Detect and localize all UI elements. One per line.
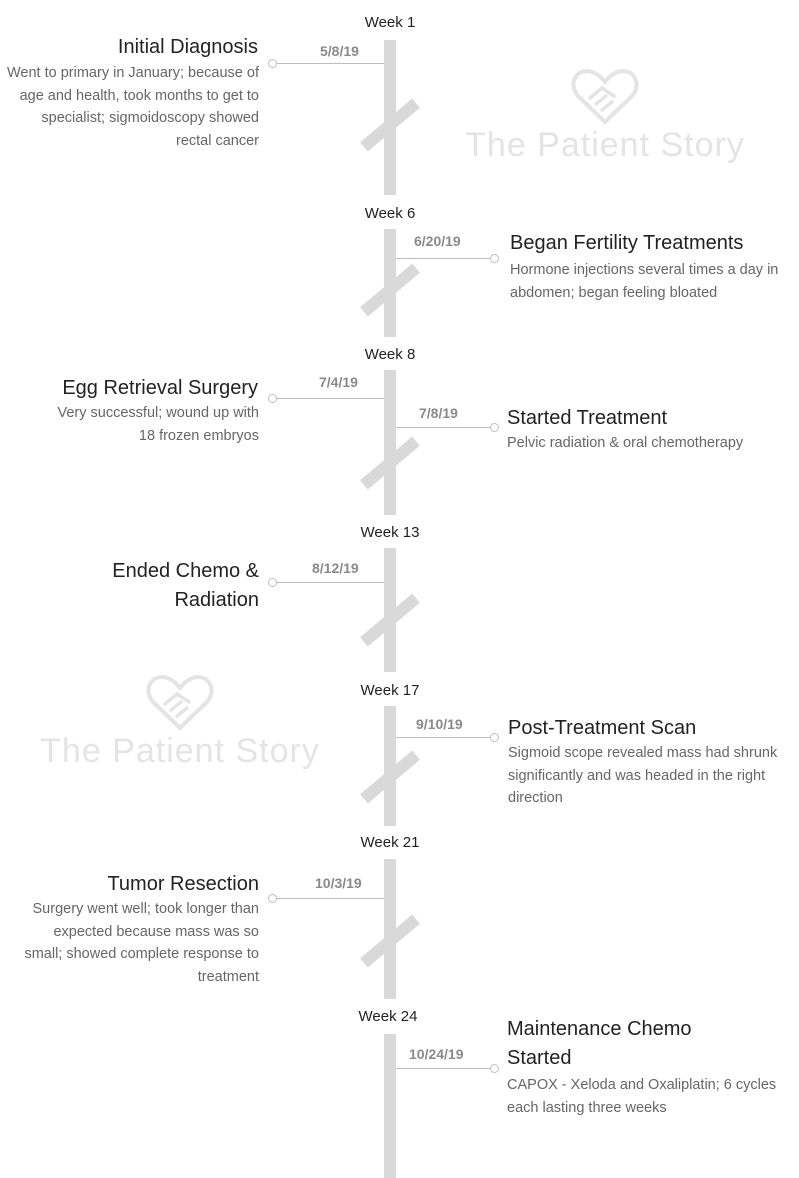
watermark: The Patient Story — [455, 68, 755, 165]
week-label: Week 1 — [364, 14, 416, 31]
event-date: 10/3/19 — [315, 875, 362, 891]
event-description: Surgery went well; took longer than expe… — [24, 901, 259, 985]
event-title: Began Fertility Treatments — [510, 232, 744, 254]
week-label: Week 21 — [360, 834, 420, 851]
event-date: 9/10/19 — [416, 716, 463, 732]
week-label: Week 17 — [360, 682, 420, 699]
timeline-segment — [384, 1034, 396, 1178]
event-title: Initial Diagnosis — [117, 36, 258, 58]
connector-line — [396, 1068, 490, 1069]
connector-line — [396, 737, 490, 738]
heart-handshake-icon — [571, 69, 639, 125]
week-label: Week 24 — [358, 1008, 418, 1025]
event-title: Tumor Resection — [107, 873, 259, 895]
connector-line — [276, 398, 384, 399]
event-title: Egg Retrieval Surgery — [62, 377, 258, 399]
event-description: Very successful; wound up with 18 frozen… — [57, 405, 260, 444]
event-description: Sigmoid scope revealed mass had shrunk s… — [508, 745, 778, 806]
connector-line — [276, 582, 384, 583]
watermark: The Patient Story — [30, 674, 330, 771]
event-date: 8/12/19 — [312, 560, 359, 576]
connector-dot — [490, 1064, 499, 1073]
event-date: 10/24/19 — [409, 1046, 464, 1062]
event-date: 7/8/19 — [419, 405, 458, 421]
connector-dot — [268, 578, 277, 587]
watermark-text: The Patient Story — [40, 732, 320, 770]
heart-handshake-icon — [146, 675, 214, 731]
connector-dot — [490, 254, 499, 263]
event-date: 7/4/19 — [319, 374, 358, 390]
connector-line — [276, 63, 384, 64]
connector-dot — [268, 394, 277, 403]
week-label: Week 13 — [360, 524, 420, 541]
event-title: Post-Treatment Scan — [508, 717, 697, 739]
connector-line — [396, 258, 490, 259]
connector-dot — [268, 894, 277, 903]
timeline-segment — [384, 370, 396, 515]
timeline-segment — [384, 548, 396, 672]
week-label: Week 6 — [364, 205, 416, 222]
event-description: Hormone injections several times a day i… — [510, 262, 779, 301]
timeline-segment — [384, 706, 396, 826]
event-description: Went to primary in January; because of a… — [7, 65, 259, 149]
connector-dot — [268, 59, 277, 68]
event-description: Pelvic radiation & oral chemotherapy — [507, 435, 744, 451]
connector-line — [276, 898, 384, 899]
week-label: Week 8 — [364, 346, 416, 363]
event-title: Maintenance Chemo Started — [507, 1018, 692, 1069]
watermark-text: The Patient Story — [465, 126, 745, 164]
event-title: Ended Chemo & Radiation — [112, 560, 259, 611]
connector-dot — [490, 423, 499, 432]
event-title: Started Treatment — [507, 407, 668, 429]
event-date: 5/8/19 — [320, 43, 359, 59]
connector-line — [396, 427, 490, 428]
connector-dot — [490, 733, 499, 742]
event-date: 6/20/19 — [414, 233, 461, 249]
event-description: CAPOX - Xeloda and Oxaliplatin; 6 cycles… — [507, 1077, 777, 1116]
timeline-segment — [384, 859, 396, 999]
